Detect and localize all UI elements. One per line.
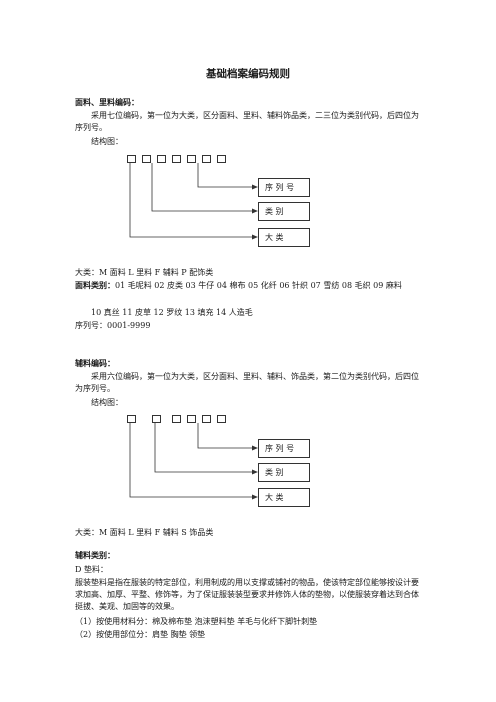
padding-description: 服装垫料是指在服装的特定部位，利用制成的用以支撑或铺衬的物品，使该特定部位能够按…: [75, 578, 419, 611]
major-class-box: 大 类: [258, 488, 310, 507]
code-digit-box: [142, 155, 151, 163]
major-class-box: 大 类: [258, 228, 310, 247]
code-digit-box: [172, 415, 181, 423]
section3-heading: 辅料类别：: [75, 551, 115, 560]
code-digit-box: [202, 415, 211, 423]
page-title: 基础档案编码规则: [206, 68, 290, 80]
section1-heading: 面料、里料编码：: [75, 98, 139, 107]
fabric-categories-label: 面料类别：: [75, 281, 115, 290]
code-digit-box: [202, 155, 211, 163]
section2-description: 采用六位编码，第一位为大类，区分面料、里料、辅料、饰品类，第二位为类别代码，后四…: [75, 372, 419, 393]
section1-structure-label: 结构图：: [91, 137, 123, 146]
section1-description: 采用七位编码，第一位为大类，区分面料、里料、辅料饰品类，二三位为类别代码，后四位…: [75, 111, 419, 132]
category-box: 类 别: [258, 463, 310, 482]
code-digit-box: [217, 415, 226, 423]
section1-major-class: 大类：M 面料 L 里料 F 辅料 P 配饰类: [75, 268, 214, 277]
fabric-categories: 面料类别：01 毛呢料 02 皮类 03 牛仔 04 棉布 05 化纤 06 针…: [75, 280, 421, 292]
section2-structure-label: 结构图：: [91, 398, 123, 407]
code-digit-box: [157, 155, 166, 163]
code-digit-box: [127, 155, 136, 163]
code-digit-box: [127, 415, 136, 423]
serial-number-box: 序 列 号: [258, 178, 310, 197]
code-digit-box: [217, 155, 226, 163]
code-digit-box: [187, 155, 196, 163]
category-box: 类 别: [258, 202, 310, 221]
code-digit-box: [172, 155, 181, 163]
padding-type-by-material: （1）按使用材料分：棉及棉布垫 泡沫塑料垫 羊毛与化纤下脚针刺垫: [75, 617, 318, 626]
code-digit-box: [187, 415, 196, 423]
serial-number-box: 序 列 号: [258, 439, 310, 458]
fabric-categories-line2: 10 真丝 11 皮草 12 罗纹 13 填充 14 人造毛: [91, 308, 253, 317]
section2-major-class: 大类：M 面料 L 里料 F 辅料 S 饰品类: [75, 528, 214, 537]
section2-heading: 辅料编码：: [75, 359, 115, 368]
fabric-categories-list: 01 毛呢料 02 皮类 03 牛仔 04 棉布 05 化纤 06 针织 07 …: [115, 281, 402, 290]
padding-type-by-position: （2）按使用部位分：肩垫 胸垫 领垫: [75, 630, 206, 639]
code-digit-box: [152, 415, 161, 423]
serial-number-range: 序列号：0001-9999: [75, 321, 151, 330]
padding-subheading: D 垫料：: [75, 565, 108, 574]
